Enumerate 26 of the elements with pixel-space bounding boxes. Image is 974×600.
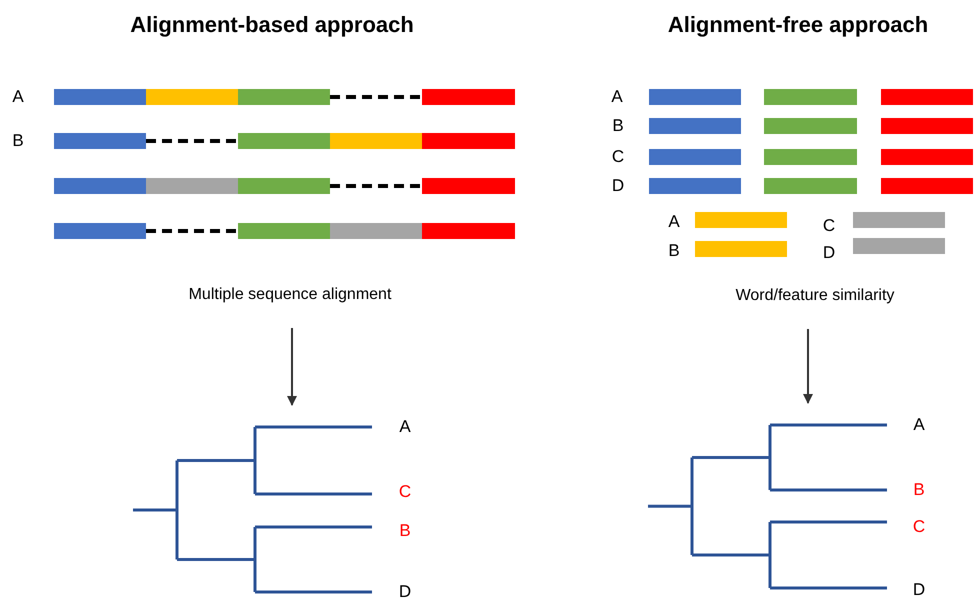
arrow <box>287 328 297 406</box>
sequence-label: B <box>612 116 624 136</box>
sequence-label: B <box>668 241 680 261</box>
sequence-label: A <box>12 87 24 107</box>
phylogenetic-tree <box>132 426 374 594</box>
heading: Alignment-based approach <box>130 12 414 38</box>
leaf-label: C <box>398 482 412 502</box>
leaf-label: A <box>913 415 925 435</box>
leaf-label: D <box>398 582 412 600</box>
leaf-label: C <box>912 517 926 537</box>
sequence-label: B <box>12 131 24 151</box>
leaf-label: A <box>399 417 411 437</box>
phylogenetic-tree <box>646 424 888 590</box>
leaf-label: B <box>913 480 925 500</box>
leaf-label: D <box>912 580 926 600</box>
sequence-label: D <box>822 243 836 263</box>
leaf-label: B <box>399 521 411 541</box>
sequence-label: D <box>612 176 624 196</box>
heading: Alignment-free approach <box>668 12 928 38</box>
caption-text: Multiple sequence alignment <box>188 286 392 304</box>
sequence-label: C <box>612 147 624 167</box>
sequence-label: C <box>822 216 836 236</box>
arrow <box>803 329 813 404</box>
sequence-label: A <box>668 212 680 232</box>
caption-text: Word/feature similarity <box>736 287 894 305</box>
sequence-label: A <box>611 87 623 107</box>
